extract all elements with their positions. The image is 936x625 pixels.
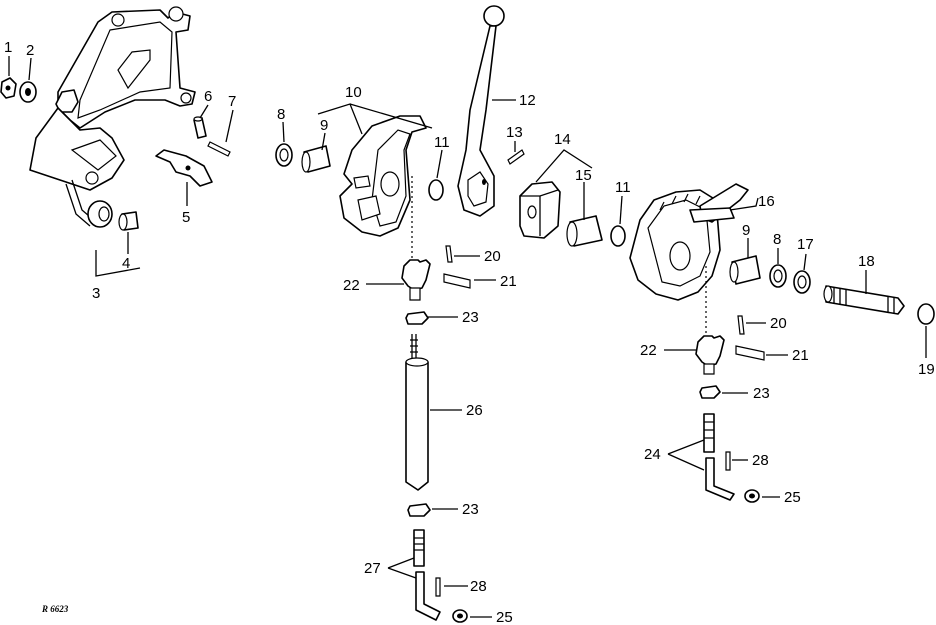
label-26: 26: [466, 402, 483, 419]
label-28-right: 28: [752, 452, 769, 469]
plate-5: [155, 149, 213, 187]
label-23-upper-left: 23: [462, 309, 479, 326]
pin-20-left: [445, 245, 453, 263]
pin-28-right: [725, 451, 731, 471]
rod-24: [703, 413, 735, 501]
label-10: 10: [345, 84, 362, 101]
label-17: 17: [797, 236, 814, 253]
label-20-left: 20: [484, 248, 501, 265]
washer-2: [19, 81, 37, 103]
label-11-left: 11: [434, 134, 450, 151]
nut-23-right: [699, 385, 721, 399]
label-24: 24: [644, 446, 661, 463]
label-9-right: 9: [742, 222, 750, 239]
label-25-right: 25: [784, 489, 801, 506]
label-21-right: 21: [792, 347, 809, 364]
label-8-left: 8: [277, 106, 285, 123]
pin-28-left: [435, 577, 441, 597]
label-3: 3: [92, 285, 100, 302]
shaft-18: [823, 285, 905, 315]
leader-lines: [8, 56, 927, 618]
nut-23-lower-left: [407, 503, 431, 517]
nut-1: [0, 77, 17, 99]
label-4: 4: [122, 255, 130, 272]
label-19: 19: [918, 361, 935, 378]
ring-19: [917, 303, 935, 325]
rod-27: [413, 529, 441, 621]
nut-23-upper-left: [405, 311, 429, 325]
tube-26: [405, 334, 429, 491]
spring-pin-7: [207, 141, 231, 157]
label-12: 12: [519, 92, 536, 109]
label-11-right: 11: [615, 179, 631, 196]
housing-10: [339, 115, 427, 237]
washer-8-left: [275, 143, 293, 167]
label-9-left: 9: [320, 117, 328, 134]
label-13: 13: [506, 124, 523, 141]
label-15: 15: [575, 167, 592, 184]
washer-25-left: [452, 609, 468, 623]
label-25-left: 25: [496, 609, 513, 625]
label-22-right: 22: [640, 342, 657, 359]
bushing-3: [87, 200, 113, 228]
label-5: 5: [182, 209, 190, 226]
pin-13: [507, 149, 525, 165]
label-1: 1: [4, 39, 12, 56]
label-28-left: 28: [470, 578, 487, 595]
bushing-15: [566, 215, 603, 247]
label-16: 16: [758, 193, 775, 210]
label-20-right: 20: [770, 315, 787, 332]
label-21-left: 21: [500, 273, 517, 290]
washer-8-right: [769, 264, 787, 288]
label-7: 7: [228, 93, 236, 110]
pin-6: [193, 116, 207, 139]
label-2: 2: [26, 42, 34, 59]
label-6: 6: [204, 88, 212, 105]
clevis-22-right: [695, 335, 725, 375]
pin-20-right: [737, 315, 745, 335]
washer-17: [793, 270, 811, 294]
bushing-4: [118, 211, 139, 231]
label-27: 27: [364, 560, 381, 577]
bushing-9-right: [729, 255, 761, 285]
snap-ring-11-right: [610, 225, 626, 247]
label-23-lower-left: 23: [462, 501, 479, 518]
label-22-left: 22: [343, 277, 360, 294]
bushing-9-left: [301, 145, 331, 173]
lever-12: [457, 5, 505, 217]
part-labels: 1 2 3 4 5 6 7 8 9 10 11 12 13 14 15 11 1…: [4, 39, 935, 625]
drawing-code: R 6623: [41, 604, 69, 614]
label-8-right: 8: [773, 231, 781, 248]
snap-ring-11-left: [428, 179, 444, 201]
housing-16: [629, 183, 749, 301]
mounting-bracket: [29, 6, 196, 227]
washer-25-right: [744, 489, 760, 503]
label-18: 18: [858, 253, 875, 270]
pin-21-left: [443, 273, 471, 289]
pin-21-right: [735, 345, 765, 361]
block-14: [519, 181, 561, 239]
label-23-right: 23: [753, 385, 770, 402]
clevis-22-left: [401, 259, 431, 301]
label-14: 14: [554, 131, 571, 148]
